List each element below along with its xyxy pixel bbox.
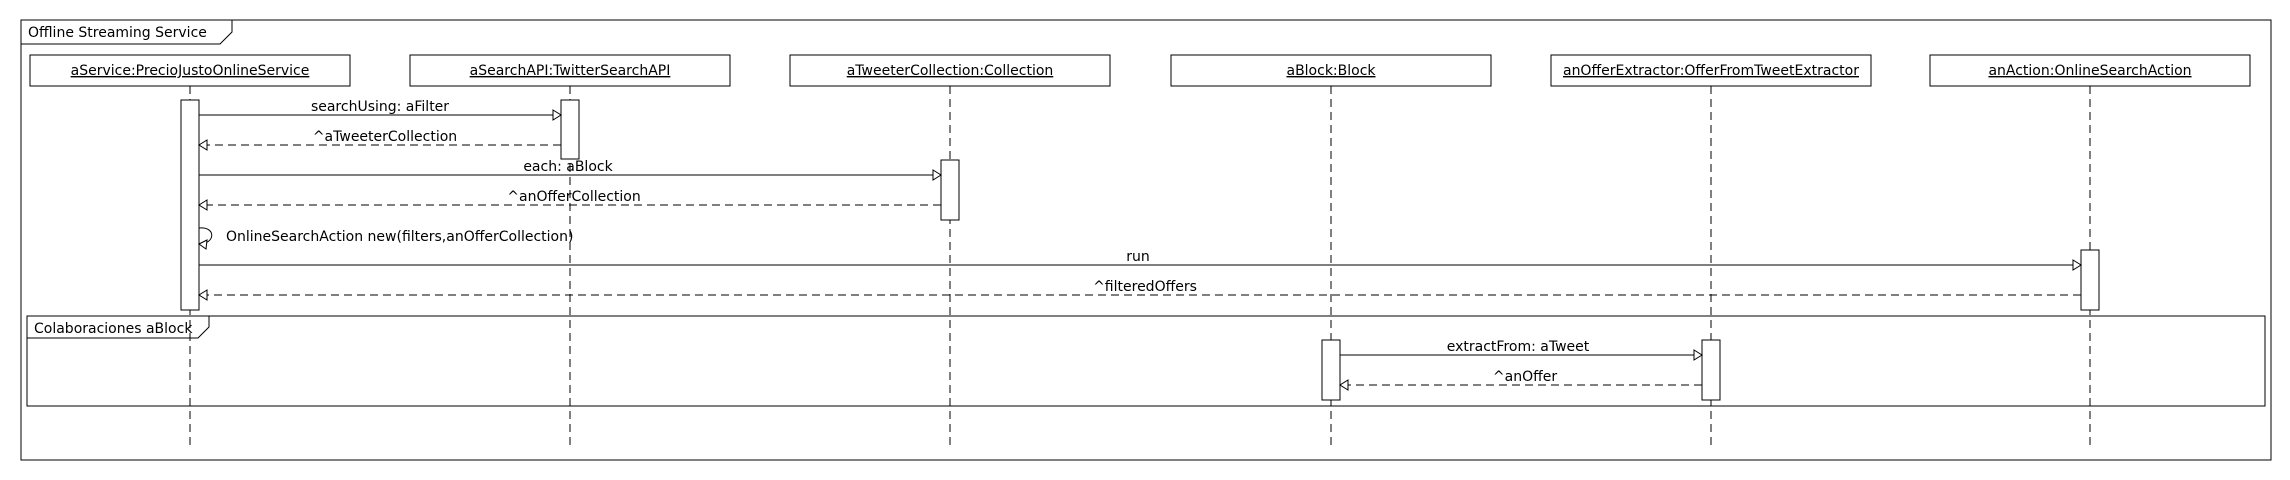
- frame-title: Offline Streaming Service: [28, 25, 207, 41]
- lifeline-headers: aService:PrecioJustoOnlineService aSearc…: [29, 54, 2251, 87]
- message-label: ^anOffer: [1493, 369, 1557, 385]
- arrowhead-icon: [1693, 349, 1703, 361]
- activation-anofferextractor: [1701, 339, 1721, 401]
- activation-ablock: [1321, 339, 1341, 401]
- message-return-anoffer: ^anOffer: [1339, 369, 1702, 391]
- fragment-title: Colaboraciones aBlock: [34, 321, 193, 337]
- lifeline-ablock: aBlock:Block: [1170, 54, 1492, 87]
- arrowhead-icon: [932, 169, 942, 181]
- message-label: OnlineSearchAction new(filters,anOfferCo…: [226, 229, 573, 245]
- lifeline-anaction: anAction:OnlineSearchAction: [1929, 54, 2251, 87]
- message-each: each: aBlock: [199, 159, 942, 181]
- message-searchusing: searchUsing: aFilter: [199, 99, 562, 121]
- arrowhead-icon: [2072, 259, 2082, 271]
- message-label: extractFrom: aTweet: [1447, 339, 1590, 355]
- lifeline-asearchapi: aSearchAPI:TwitterSearchAPI: [409, 54, 731, 87]
- lifeline-label: aTweeterCollection:Collection: [847, 63, 1054, 79]
- lifeline-label: anAction:OnlineSearchAction: [1988, 63, 2191, 79]
- arrowhead-icon: [198, 289, 208, 301]
- arrowhead-icon: [198, 199, 208, 211]
- lifeline-label: aSearchAPI:TwitterSearchAPI: [470, 63, 671, 79]
- arrowhead-icon: [198, 139, 208, 151]
- message-extractfrom: extractFrom: aTweet: [1340, 339, 1703, 361]
- message-label: ^aTweeterCollection: [313, 129, 457, 145]
- messages: searchUsing: aFilter ^aTweeterCollection…: [198, 99, 2082, 391]
- message-return-atweetercollection: ^aTweeterCollection: [198, 129, 561, 151]
- arrowhead-icon: [1339, 379, 1349, 391]
- message-return-filteredoffers: ^filteredOffers: [198, 279, 2081, 301]
- message-run: run: [199, 249, 2082, 271]
- message-label: run: [1126, 249, 1150, 265]
- message-self-new: OnlineSearchAction new(filters,anOfferCo…: [198, 227, 573, 250]
- message-label: each: aBlock: [523, 159, 613, 175]
- outer-frame: Offline Streaming Service: [20, 19, 2272, 461]
- message-label: ^filteredOffers: [1093, 279, 1197, 295]
- activation-anaction: [2080, 249, 2100, 311]
- combined-fragment: Colaboraciones aBlock: [26, 315, 2266, 407]
- lifeline-label: aBlock:Block: [1286, 63, 1376, 79]
- activation-bars: [180, 99, 2100, 401]
- message-return-anoffercollection: ^anOfferCollection: [198, 189, 941, 211]
- message-label: searchUsing: aFilter: [311, 99, 449, 115]
- arrowhead-icon: [552, 109, 562, 121]
- lifeline-label: aService:PrecioJustoOnlineService: [71, 63, 310, 79]
- lifeline-atweetercollection: aTweeterCollection:Collection: [789, 54, 1111, 87]
- lifeline-lines: [189, 86, 2091, 448]
- lifeline-aservice: aService:PrecioJustoOnlineService: [29, 54, 351, 87]
- arrowhead-icon: [198, 239, 208, 250]
- lifeline-label: anOfferExtractor:OfferFromTweetExtractor: [1563, 63, 1859, 79]
- activation-aservice: [180, 99, 200, 311]
- activation-atweetercollection: [940, 159, 960, 221]
- lifeline-anofferextractor: anOfferExtractor:OfferFromTweetExtractor: [1550, 54, 1872, 87]
- message-label: ^anOfferCollection: [507, 189, 640, 205]
- activation-asearchapi: [560, 99, 580, 160]
